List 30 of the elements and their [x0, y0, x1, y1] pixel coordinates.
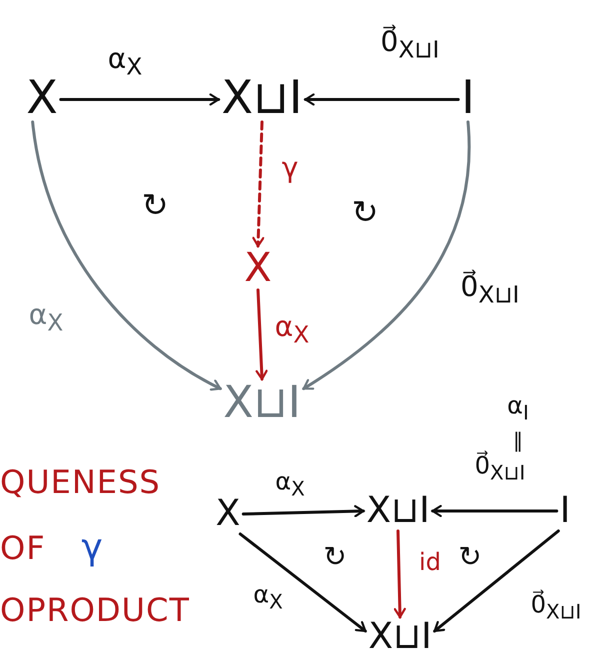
arrow: [302, 120, 471, 390]
note-text: OF: [0, 532, 46, 564]
arrow: [394, 530, 406, 618]
arrow: [256, 288, 268, 380]
arrow: [433, 530, 560, 632]
note-text: OPRODUCT: [0, 594, 190, 626]
object-label: I: [458, 72, 478, 122]
object-label: X: [212, 494, 244, 534]
commutes-mark: ↻: [323, 543, 347, 571]
arrow: [431, 504, 558, 518]
arrow: [242, 505, 365, 518]
arrow: [59, 93, 220, 106]
morphism-label: α$_{I}$: [507, 394, 529, 422]
note-text: QUENESS: [0, 466, 161, 498]
commutes-mark: ↻: [142, 189, 168, 221]
equals-sign: ‖: [513, 430, 523, 450]
arrow: [238, 532, 367, 632]
object-label: I: [556, 491, 574, 531]
object-label: X: [23, 72, 61, 122]
object-label: X⊔I: [220, 379, 304, 427]
note-symbol: γ: [81, 530, 103, 566]
object-label: X⊔I: [363, 491, 433, 531]
object-label: X⊔I: [365, 617, 435, 657]
object-label: X: [241, 246, 275, 290]
arrow: [31, 120, 222, 390]
object-label: X⊔I: [218, 72, 306, 122]
arrow: [252, 120, 264, 248]
commutes-mark: ↻: [458, 543, 482, 571]
arrow: [304, 93, 460, 106]
commutes-mark: ↻: [352, 196, 378, 228]
